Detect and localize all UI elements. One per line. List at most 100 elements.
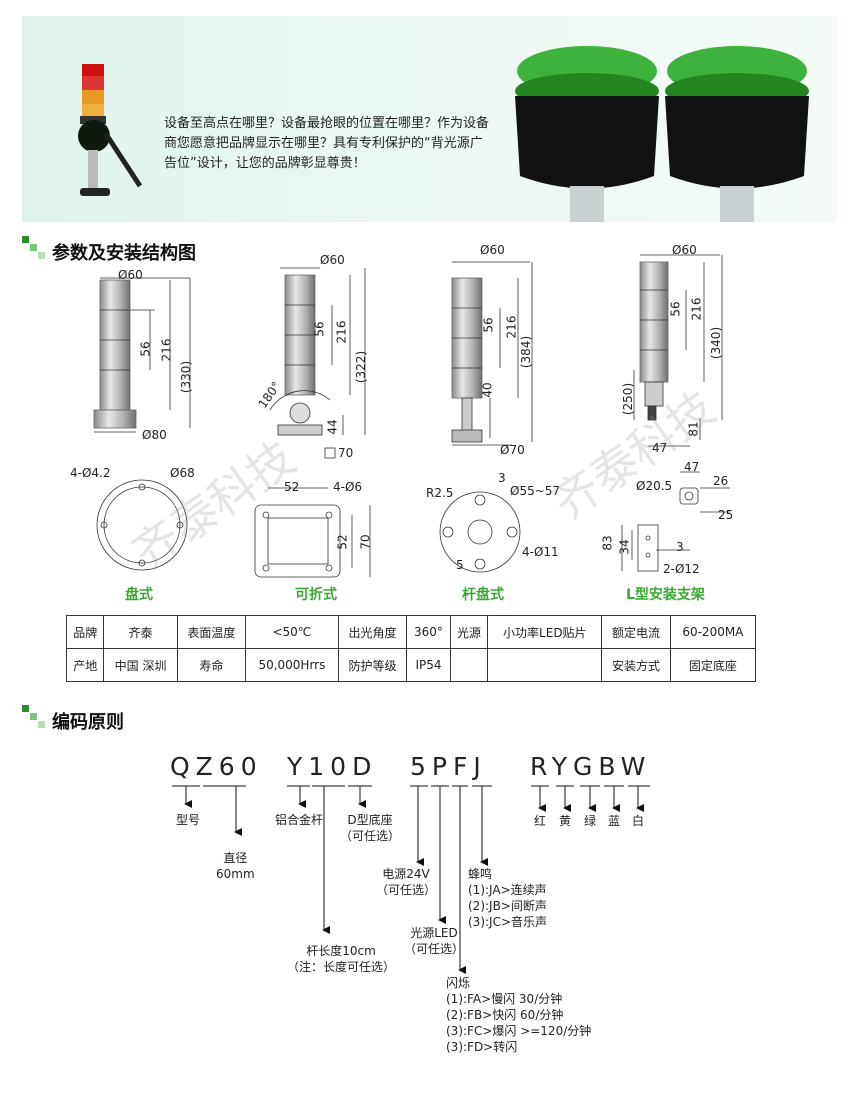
code-group-model: QZ60 bbox=[170, 752, 263, 781]
dim-label: 26 bbox=[713, 474, 729, 488]
square-icon bbox=[30, 713, 37, 720]
code-label-line: (2):FB>快闪 60/分钟 bbox=[446, 1008, 564, 1022]
dim-label: 5 bbox=[456, 558, 464, 572]
table-cell: 60-200MA bbox=[669, 615, 757, 649]
dim-label: Ø60 bbox=[672, 243, 697, 257]
banner-line: 设备至高点在哪里？设备最抢眼的位置在哪里？作为设备 bbox=[164, 116, 490, 131]
table-cell bbox=[449, 648, 489, 682]
code-label-line: （可任选） bbox=[340, 829, 401, 843]
code-label-line: 60mm bbox=[216, 867, 255, 881]
square-icon bbox=[38, 252, 45, 259]
dim-label: 47 bbox=[684, 460, 700, 474]
dim-label: Ø20.5 bbox=[636, 479, 673, 493]
table-cell: 50,000Hrrs bbox=[245, 648, 339, 682]
dim-label: 4-Ø11 bbox=[522, 545, 559, 559]
square-icon bbox=[30, 244, 37, 251]
code-label-line: (3):FD>转闪 bbox=[446, 1040, 518, 1054]
dim-label: 34 bbox=[617, 539, 632, 555]
code-label-line: (3):FC>爆闪 >=120/分钟 bbox=[446, 1024, 592, 1038]
dim-label: 3 bbox=[676, 540, 684, 554]
dim-label: Ø55~57 bbox=[510, 484, 561, 498]
code-label-pole: 铝合金杆 bbox=[275, 813, 324, 827]
table-cell: 中国 深圳 bbox=[103, 648, 178, 682]
mount-type-label: 可折式 bbox=[295, 587, 337, 603]
dim-label: 4-Ø4.2 bbox=[70, 466, 111, 480]
table-cell: 额定电流 bbox=[601, 615, 671, 649]
dim-label: 56 bbox=[312, 321, 327, 337]
code-label-line: D型底座 bbox=[347, 813, 393, 827]
dim-label: 70 bbox=[338, 446, 354, 460]
dim-label: 25 bbox=[718, 508, 734, 522]
dim-label: 216 bbox=[159, 338, 174, 362]
table-cell: 产地 bbox=[65, 648, 105, 682]
table-cell: 品牌 bbox=[65, 615, 105, 649]
dim-label: Ø60 bbox=[320, 253, 345, 267]
table-cell: 寿命 bbox=[176, 648, 247, 682]
banner-text: 设备至高点在哪里？设备最抢眼的位置在哪里？作为设备 商您愿意把品牌显示在哪里？具… bbox=[164, 114, 524, 174]
table-cell: 出光角度 bbox=[337, 615, 408, 649]
dim-label: Ø60 bbox=[480, 243, 505, 257]
code-label-color-red: 红 bbox=[534, 814, 547, 828]
table-cell: 安装方式 bbox=[601, 648, 671, 682]
code-group-colors: RYGBW bbox=[530, 752, 652, 781]
table-cell: 360° bbox=[406, 615, 451, 649]
installation-drawings bbox=[93, 254, 730, 578]
dim-label: 52 bbox=[284, 480, 300, 494]
coding-arrows bbox=[172, 785, 650, 974]
code-label-line: （可任选） bbox=[404, 942, 465, 956]
banner-line: 商您愿意把品牌显示在哪里？具有专利保护的“背光源广 bbox=[164, 136, 483, 151]
table-cell: 小功率LED贴片 bbox=[487, 615, 603, 649]
dim-label: (340) bbox=[709, 326, 724, 360]
mount-type-label: L型安装支架 bbox=[626, 587, 705, 603]
square-icon bbox=[22, 236, 29, 243]
dim-label: R2.5 bbox=[426, 486, 454, 500]
dim-label: 3 bbox=[498, 471, 506, 485]
table-cell: 防护等级 bbox=[337, 648, 408, 682]
code-label-color-white: 白 bbox=[632, 814, 645, 828]
dim-label: 47 bbox=[652, 441, 668, 455]
code-label-line: 杆长度10cm bbox=[306, 944, 376, 958]
dim-label: Ø70 bbox=[500, 443, 525, 457]
dim-label: 52 bbox=[335, 534, 350, 550]
code-label-base: D型底座 （可任选） bbox=[340, 812, 400, 844]
code-label-pole-length: 杆长度10cm （注：长度可任选） bbox=[287, 943, 395, 975]
table-cell: <50℃ bbox=[245, 615, 339, 649]
code-label-line: （注：长度可任选） bbox=[287, 960, 396, 974]
dim-label: 4-Ø6 bbox=[333, 480, 363, 494]
square-icon bbox=[22, 705, 29, 712]
code-label-line: 光源LED bbox=[410, 926, 458, 940]
mount-type-label: 杆盘式 bbox=[462, 587, 504, 603]
banner-line: 告位”设计，让您的品牌彰显尊贵！ bbox=[164, 156, 366, 171]
dim-label: 44 bbox=[325, 419, 340, 435]
code-label-flash: 闪烁 (1):FA>慢闪 30/分钟 (2):FB>快闪 60/分钟 (3):F… bbox=[446, 975, 591, 1055]
dim-label: (330) bbox=[179, 360, 194, 394]
product-banner: 设备至高点在哪里？设备最抢眼的位置在哪里？作为设备 商您愿意把品牌显示在哪里？具… bbox=[22, 16, 837, 222]
code-label-color-blue: 蓝 bbox=[608, 814, 621, 828]
code-label-line: 蜂鸣 bbox=[468, 867, 493, 881]
code-label-diameter: 直径 60mm bbox=[216, 850, 255, 882]
code-label-light-source: 光源LED （可任选） bbox=[404, 925, 464, 957]
mount-type-label: 盘式 bbox=[125, 587, 153, 603]
banner-illustration bbox=[78, 46, 809, 222]
dim-label: 70 bbox=[358, 534, 373, 550]
dim-label: 216 bbox=[334, 320, 349, 344]
section-title-params: 参数及安装结构图 bbox=[52, 243, 196, 264]
code-label-power: 电源24V （可任选） bbox=[376, 866, 436, 898]
code-label-line: (3):JC>音乐声 bbox=[468, 915, 548, 929]
dim-label: 216 bbox=[504, 315, 519, 339]
table-cell: 齐泰 bbox=[103, 615, 178, 649]
dim-label: 216 bbox=[689, 297, 704, 321]
spec-table: 品牌 齐泰 表面温度 <50℃ 出光角度 360° 光源 小功率LED贴片 额定… bbox=[65, 615, 757, 682]
table-row: 品牌 齐泰 表面温度 <50℃ 出光角度 360° 光源 小功率LED贴片 额定… bbox=[65, 615, 757, 649]
dim-label: 56 bbox=[138, 341, 153, 357]
dim-label: 40 bbox=[480, 382, 495, 398]
code-group-pole: Y10D bbox=[287, 752, 378, 781]
code-label-buzzer: 蜂鸣 (1):JA>连续声 (2):JB>间断声 (3):JC>音乐声 bbox=[468, 866, 547, 930]
code-label-line: (2):JB>间断声 bbox=[468, 899, 547, 913]
dim-label: (384) bbox=[519, 335, 534, 369]
code-label-color-yellow: 黄 bbox=[559, 814, 572, 828]
table-cell: 光源 bbox=[449, 615, 489, 649]
table-cell bbox=[487, 648, 603, 682]
dim-label: 56 bbox=[481, 317, 496, 333]
square-icon bbox=[38, 721, 45, 728]
